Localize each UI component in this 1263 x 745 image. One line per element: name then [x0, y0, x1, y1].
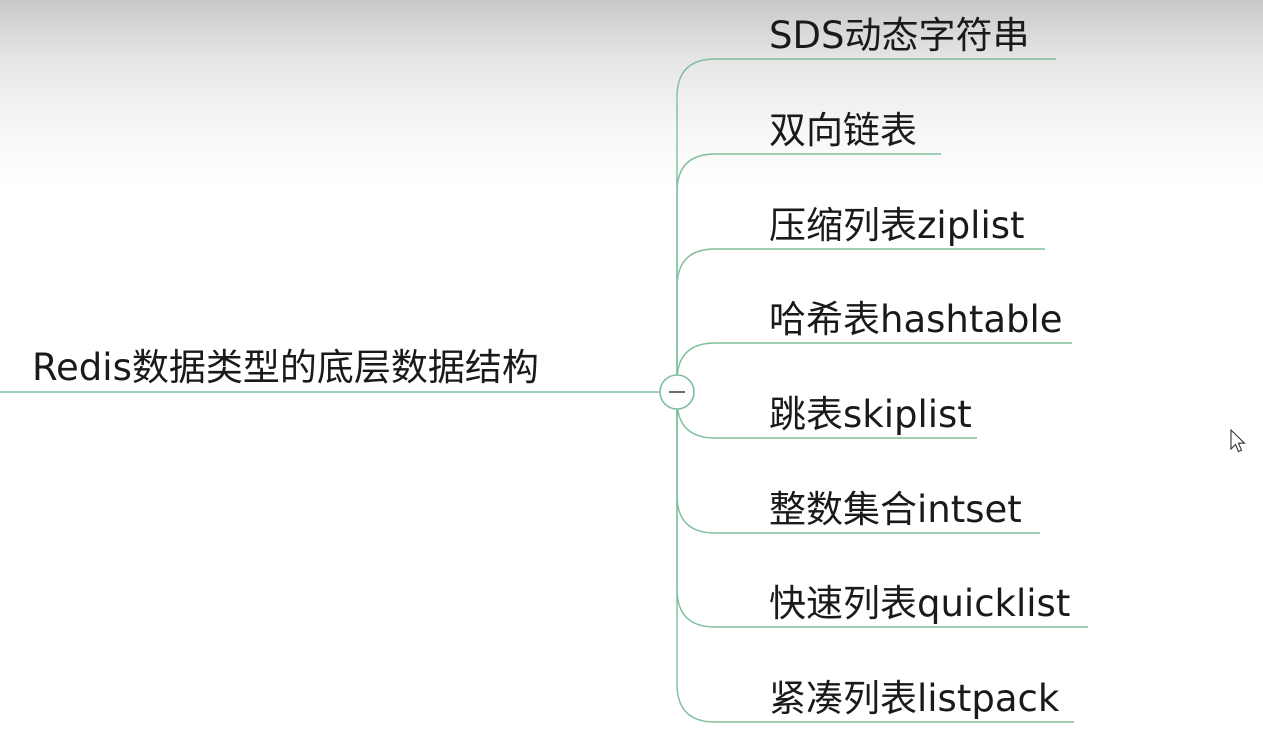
branch-connector — [676, 248, 734, 392]
child-node[interactable]: 压缩列表ziplist — [734, 204, 1045, 250]
child-node-label: 紧凑列表listpack — [769, 677, 1060, 720]
child-node[interactable]: 哈希表hashtable — [734, 298, 1072, 344]
branch-connector — [676, 392, 734, 723]
child-node[interactable]: 双向链表 — [734, 109, 941, 155]
child-node-label: 快速列表quicklist — [769, 582, 1070, 625]
root-node[interactable]: Redis数据类型的底层数据结构 — [0, 346, 660, 393]
child-node[interactable]: 快速列表quicklist — [734, 582, 1088, 628]
branch-connector — [676, 392, 734, 534]
child-node-label: 双向链表 — [769, 109, 917, 152]
branch-connector — [676, 58, 734, 392]
branch-connector — [676, 153, 734, 392]
collapse-toggle[interactable] — [659, 374, 695, 410]
child-node-label: 压缩列表ziplist — [769, 204, 1025, 247]
child-nodes: SDS动态字符串 双向链表 压缩列表ziplist 哈希表hashtable 跳… — [734, 14, 1088, 723]
mouse-cursor-icon — [1230, 428, 1246, 453]
child-node-label: 哈希表hashtable — [769, 298, 1063, 341]
child-node[interactable]: 整数集合intset — [734, 488, 1040, 534]
child-node[interactable]: 紧凑列表listpack — [734, 677, 1074, 723]
child-node[interactable]: 跳表skiplist — [734, 393, 977, 439]
child-node-label: 整数集合intset — [769, 488, 1022, 531]
root-node-label: Redis数据类型的底层数据结构 — [32, 346, 539, 389]
child-node-label: 跳表skiplist — [769, 393, 972, 436]
child-node[interactable]: SDS动态字符串 — [734, 14, 1056, 60]
child-node-label: SDS动态字符串 — [769, 14, 1029, 57]
